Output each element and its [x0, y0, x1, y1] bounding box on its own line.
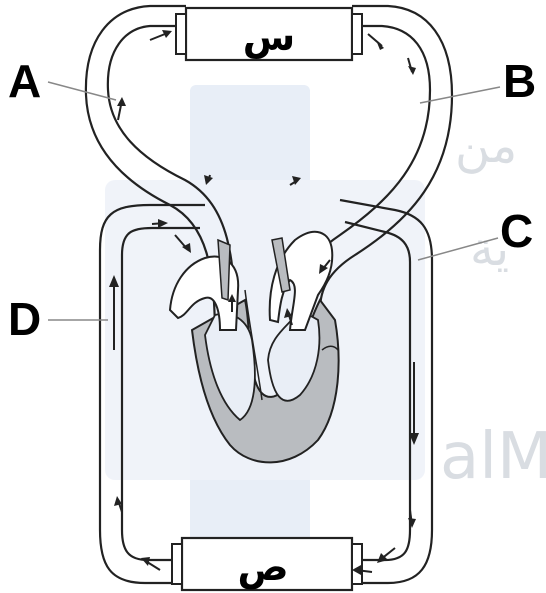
bottom-organ: ص	[172, 538, 362, 590]
label-a: A	[8, 55, 41, 107]
label-a-group: A	[8, 55, 116, 107]
top-organ: س	[176, 8, 362, 60]
top-organ-label: س	[243, 15, 295, 59]
watermark-text-3: alM	[440, 420, 546, 494]
watermark-panels	[105, 85, 425, 545]
bottom-organ-label: ص	[237, 545, 288, 589]
watermark-text-1: من	[455, 118, 517, 174]
label-c: C	[500, 205, 533, 257]
label-d: D	[8, 293, 41, 345]
label-b: B	[503, 55, 536, 107]
label-b-group: B	[420, 55, 536, 107]
label-d-group: D	[8, 293, 108, 345]
